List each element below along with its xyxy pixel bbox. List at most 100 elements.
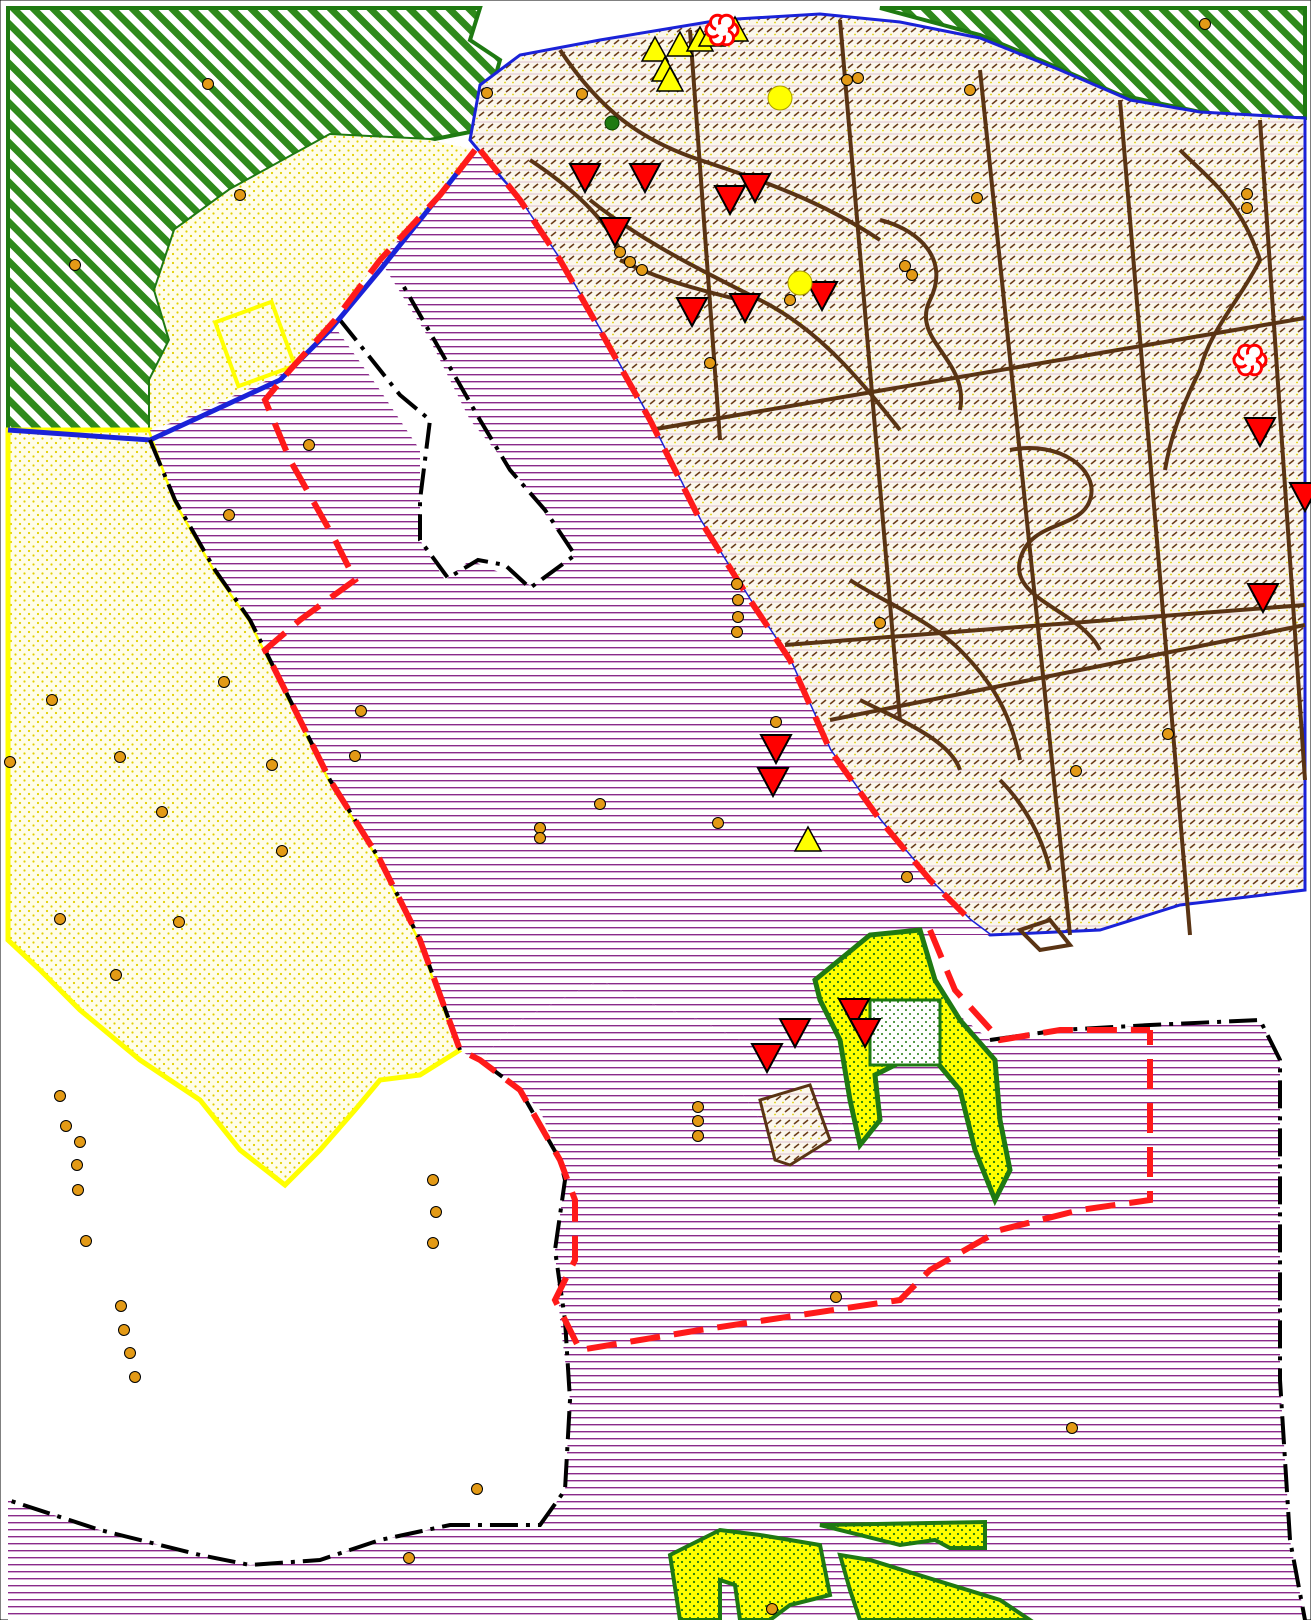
orange-point[interactable] [114, 751, 126, 763]
orange-point[interactable] [173, 916, 185, 928]
red-triangles-layer[interactable] [568, 163, 1311, 1075]
green-circles-layer[interactable] [604, 115, 620, 131]
excluded-white-area[interactable] [330, 260, 575, 585]
red-flower-icon[interactable] [704, 13, 740, 47]
orange-point[interactable] [74, 1136, 86, 1148]
red-triangle-marker[interactable] [728, 293, 762, 325]
orange-point[interactable] [481, 87, 493, 99]
orange-point[interactable] [46, 694, 58, 706]
orange-point[interactable] [60, 1120, 72, 1132]
orange-point[interactable] [534, 832, 546, 844]
orange-point[interactable] [276, 845, 288, 857]
yellow-circle-marker[interactable] [767, 85, 793, 111]
orange-point[interactable] [72, 1184, 84, 1196]
red-triangle-marker[interactable] [1243, 417, 1277, 449]
orange-point[interactable] [852, 72, 864, 84]
orange-point[interactable] [403, 1552, 415, 1564]
orange-point[interactable] [427, 1174, 439, 1186]
orange-point[interactable] [129, 1371, 141, 1383]
orange-point[interactable] [732, 594, 744, 606]
orange-point[interactable] [427, 1237, 439, 1249]
orange-point[interactable] [534, 822, 546, 834]
yellow-circle-marker[interactable] [787, 270, 813, 296]
orange-point[interactable] [636, 264, 648, 276]
orange-point[interactable] [54, 1090, 66, 1102]
orange-point[interactable] [54, 913, 66, 925]
yellow-triangle-marker[interactable] [655, 65, 685, 92]
orange-point[interactable] [234, 189, 246, 201]
orange-point[interactable] [80, 1235, 92, 1247]
red-triangle-marker[interactable] [738, 173, 772, 205]
yellow-triangle-marker[interactable] [665, 30, 695, 57]
red-triangle-marker[interactable] [848, 1018, 882, 1050]
orange-point[interactable] [118, 1324, 130, 1336]
red-triangle-marker[interactable] [568, 163, 602, 195]
orange-point[interactable] [1162, 728, 1174, 740]
orange-point[interactable] [614, 246, 626, 258]
green-yellow-patch[interactable] [812, 927, 1013, 1207]
brown-small-parcel[interactable] [758, 1083, 832, 1167]
yellow-outline-square[interactable] [212, 299, 298, 389]
orange-points-layer[interactable] [4, 18, 1253, 1615]
orange-point[interactable] [124, 1347, 136, 1359]
yellow-triangle-marker[interactable] [793, 825, 823, 852]
orange-point[interactable] [712, 817, 724, 829]
orange-point[interactable] [830, 1291, 842, 1303]
orange-point[interactable] [355, 705, 367, 717]
green-circle-marker[interactable] [604, 115, 620, 131]
red-triangle-marker[interactable] [837, 998, 871, 1030]
orange-point[interactable] [692, 1130, 704, 1142]
orange-point[interactable] [471, 1483, 483, 1495]
orange-point[interactable] [841, 74, 853, 86]
orange-point[interactable] [1066, 1422, 1078, 1434]
orange-point[interactable] [770, 716, 782, 728]
orange-point[interactable] [594, 798, 606, 810]
orange-point[interactable] [692, 1101, 704, 1113]
orange-point[interactable] [223, 509, 235, 521]
yellow-parcel-south-b[interactable] [819, 1519, 987, 1550]
orange-point[interactable] [1241, 202, 1253, 214]
orange-point[interactable] [430, 1206, 442, 1218]
yellow-triangle-marker[interactable] [640, 35, 670, 62]
orange-point[interactable] [731, 578, 743, 590]
red-flower-icon[interactable] [1232, 343, 1268, 377]
yellow-circles-layer[interactable] [767, 85, 813, 296]
red-flowers-layer[interactable] [704, 13, 1268, 377]
orange-point[interactable] [303, 439, 315, 451]
orange-point[interactable] [784, 294, 796, 306]
orange-point[interactable] [349, 750, 361, 762]
orange-point[interactable] [732, 611, 744, 623]
orange-point[interactable] [704, 357, 716, 369]
orange-point[interactable] [766, 1603, 778, 1615]
orange-point[interactable] [115, 1300, 127, 1312]
orange-point[interactable] [202, 78, 214, 90]
orange-point[interactable] [874, 617, 886, 629]
red-triangle-marker[interactable] [759, 734, 793, 766]
yellow-zone-upper[interactable] [150, 135, 475, 430]
residential-zone-main[interactable] [150, 150, 990, 1135]
red-triangle-marker[interactable] [628, 163, 662, 195]
light-green-square[interactable] [868, 998, 942, 1067]
red-triangle-marker[interactable] [675, 297, 709, 329]
orange-point[interactable] [731, 626, 743, 638]
orange-point[interactable] [899, 260, 911, 272]
orange-point[interactable] [110, 969, 122, 981]
red-triangle-marker[interactable] [805, 281, 839, 313]
orange-point[interactable] [1199, 18, 1211, 30]
yellow-parcel-south-a[interactable] [667, 1527, 833, 1620]
red-triangle-marker[interactable] [750, 1043, 784, 1075]
orange-point[interactable] [4, 756, 16, 768]
orange-point[interactable] [624, 256, 636, 268]
orange-point[interactable] [69, 259, 81, 271]
orange-point[interactable] [156, 806, 168, 818]
orange-point[interactable] [218, 676, 230, 688]
yellow-parcel-south-c[interactable] [837, 1552, 1034, 1620]
red-triangle-marker[interactable] [1246, 583, 1280, 615]
brown-roads[interactable] [528, 19, 1307, 953]
red-triangle-marker[interactable] [713, 185, 747, 217]
orange-point[interactable] [971, 192, 983, 204]
orange-point[interactable] [1241, 188, 1253, 200]
orange-point[interactable] [576, 88, 588, 100]
